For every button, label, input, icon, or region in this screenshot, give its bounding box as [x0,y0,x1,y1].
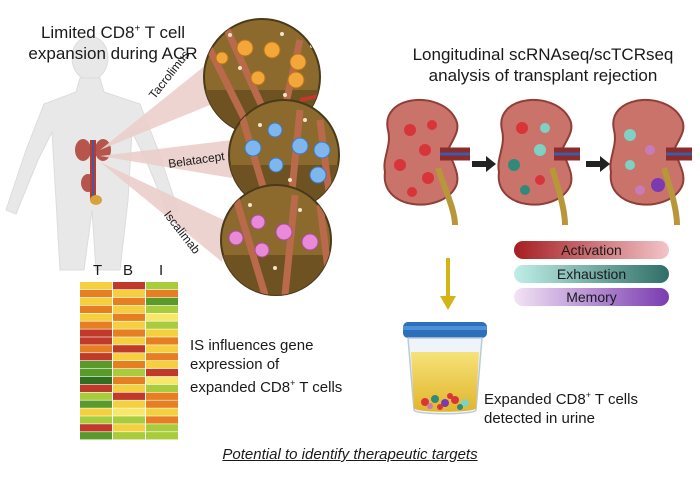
heatmap-cell [146,424,178,432]
left-title: Limited CD8+ T cell expansion during ACR [18,18,208,64]
down-arrow-icon [440,258,456,310]
kidney-timepoint-3 [609,98,692,226]
heatmap-cell [80,392,112,400]
heatmap-cell [146,384,178,392]
heatmap-cell [113,329,145,337]
heatmap-cell [146,353,178,361]
heatmap-cell [80,432,112,440]
heatmap-cell [146,400,178,408]
heatmap-cell [113,297,145,306]
heatmap-cell [80,361,112,369]
urine-text: Expanded CD8+ T cells detected in urine [484,386,638,428]
heatmap-cell [80,424,112,432]
is-text-line2: expression of [190,356,280,373]
heatmap-col-b: B [123,262,134,279]
heatmap-cell [113,384,145,392]
heatmap-cell [146,282,178,290]
right-title: Longitudinal scRNAseq/scTCRseq analysis … [398,44,688,86]
drug-ribbons [100,60,232,262]
is-text-line3: expanded CD8+ T cells [190,378,343,396]
heatmap-col-i: I [159,262,164,279]
heatmap-cell [146,321,178,329]
heatmap-cell [113,313,145,321]
is-text: IS influences gene expression of expande… [190,336,342,397]
heatmap-cell [146,345,178,353]
heatmap-cell [146,392,178,400]
heatmap-cell [80,321,112,329]
left-title-line1: Limited CD8+ T cell [40,22,186,42]
heatmap-cell [113,361,145,369]
heatmap-cell [80,368,112,377]
heatmap-cell [146,297,178,306]
heatmap-cell [80,345,112,353]
heatmap-cell [113,337,145,345]
kidney-timepoint-1 [383,98,470,226]
heatmap-cell [113,321,145,329]
heatmap [80,282,178,440]
right-title-line1: Longitudinal scRNAseq/scTCRseq [412,45,674,64]
heatmap-cell [80,353,112,361]
left-title-line2: expansion during ACR [28,43,198,63]
heatmap-cell [113,282,145,290]
heatmap-cell [146,376,178,385]
heatmap-cell [146,289,178,298]
kidney-timepoint-2 [497,98,580,226]
heatmap-cell [80,289,112,298]
heatmap-cell [146,313,178,321]
body-kidneys [75,139,111,205]
heatmap-cell [146,305,178,313]
urine-cup-icon [403,322,487,415]
legend-exhaustion: Exhaustion [556,266,627,282]
footer-caption: Potential to identify therapeutic target… [222,446,478,463]
heatmap-cell [113,392,145,400]
is-text-line1: IS influences gene [190,337,314,354]
heatmap-cell [146,329,178,337]
heatmap-cell [80,400,112,408]
heatmap-cell [146,416,178,424]
magnified-tissue-iscalimab [220,184,332,296]
heatmap-cell [113,353,145,361]
legend-memory: Memory [566,289,617,305]
heatmap-cell [113,289,145,298]
heatmap-cell [146,337,178,345]
urine-text-line1: Expanded CD8+ T cells [484,390,638,408]
legend-bars [514,241,669,306]
legend-activation: Activation [561,242,622,258]
heatmap-cell [80,313,112,321]
heatmap-cell [80,282,112,290]
timeline-arrows [472,156,610,172]
heatmap-cell [80,329,112,337]
heatmap-cell [80,297,112,306]
heatmap-cell [80,337,112,345]
heatmap-cell [113,345,145,353]
heatmap-cell [146,408,178,416]
heatmap-cell [113,432,145,440]
heatmap-cell [80,305,112,313]
heatmap-cell [80,376,112,385]
right-title-line2: analysis of transplant rejection [428,66,658,85]
heatmap-cell [113,368,145,377]
heatmap-cell [146,361,178,369]
heatmap-cell [113,400,145,408]
heatmap-cell [113,408,145,416]
heatmap-cell [113,416,145,424]
heatmap-cell [80,384,112,392]
heatmap-cell [80,416,112,424]
heatmap-cell [146,368,178,377]
heatmap-cell [113,424,145,432]
heatmap-cell [80,408,112,416]
heatmap-cell [113,376,145,385]
urine-text-line2: detected in urine [484,410,595,427]
heatmap-cell [113,305,145,313]
heatmap-cell [146,432,178,440]
heatmap-col-t: T [93,262,103,279]
